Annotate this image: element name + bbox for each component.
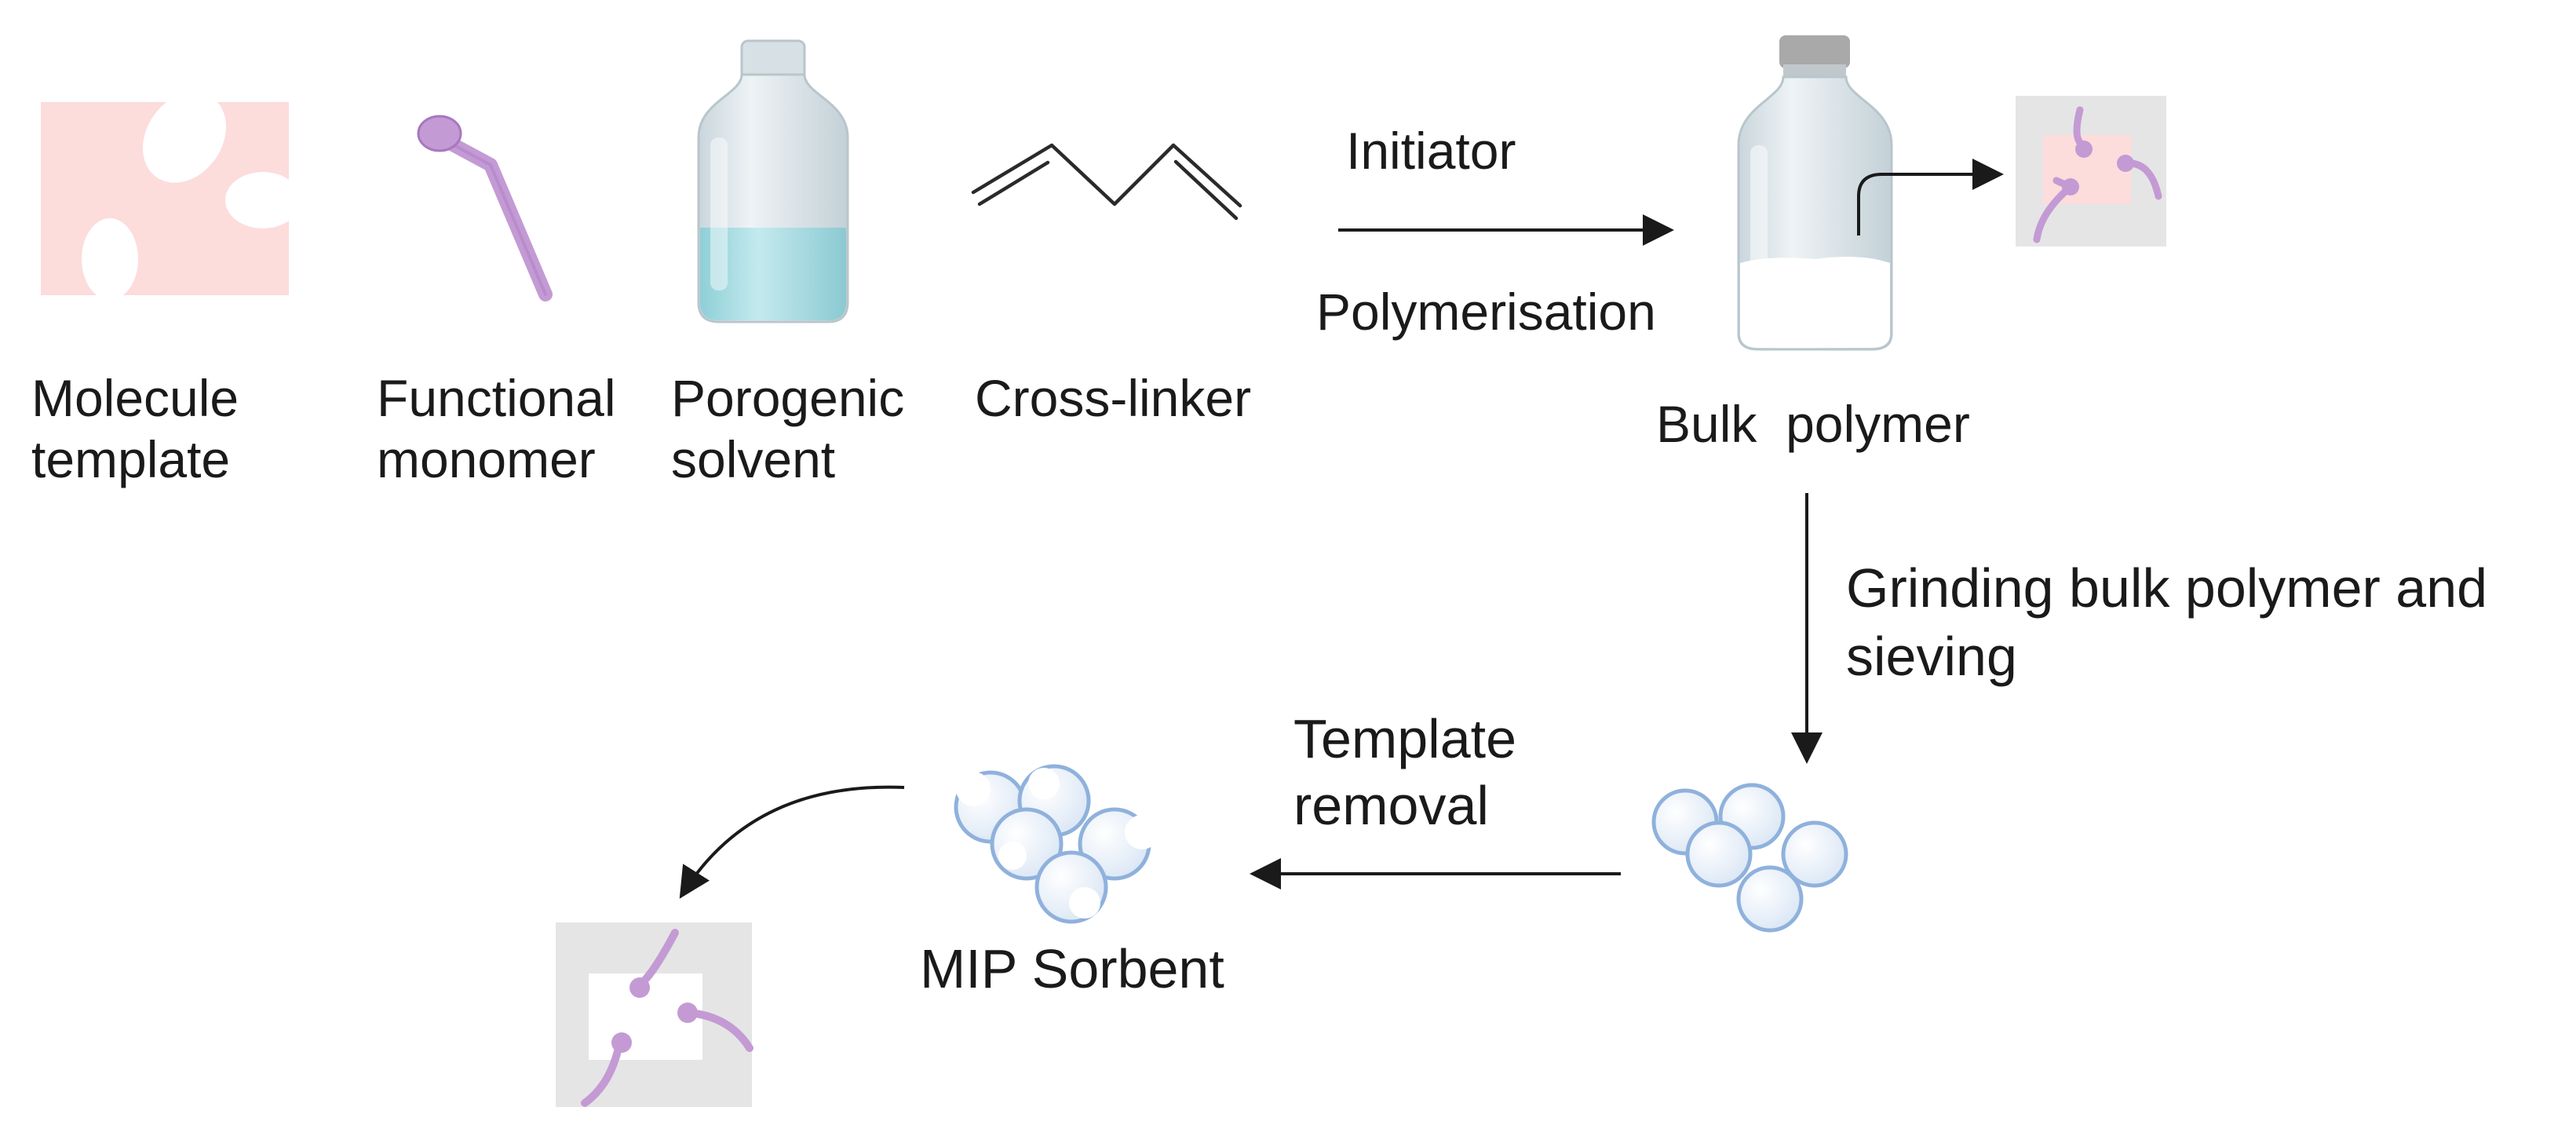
label-grinding-line1: Grinding bulk polymer and bbox=[1846, 557, 2487, 619]
imprinted-cavity-icon bbox=[2016, 96, 2166, 247]
component-labels: Molecule template Functional monomer Por… bbox=[31, 369, 1251, 488]
zoom-arrow bbox=[1857, 159, 2004, 236]
empty-cavity-icon bbox=[556, 922, 753, 1107]
grinding-step: Grinding bulk polymer and sieving bbox=[1791, 493, 2487, 764]
label-bulk-polymer: Bulk polymer bbox=[1656, 395, 1970, 453]
label-molecule-line1: Molecule bbox=[31, 369, 239, 427]
label-crosslinker: Cross-linker bbox=[975, 369, 1251, 427]
label-molecule-line2: template bbox=[31, 430, 230, 488]
template-removal-step: Template removal bbox=[1250, 708, 1621, 889]
label-initiator: Initiator bbox=[1346, 122, 1516, 180]
label-functional-line1: Functional bbox=[377, 369, 616, 427]
polymerisation-step: Initiator Polymerisation bbox=[1316, 122, 1674, 341]
monomer-icon bbox=[417, 115, 553, 301]
puzzle-template-icon bbox=[41, 92, 301, 300]
label-polymerisation: Polymerisation bbox=[1316, 283, 1656, 341]
label-porogenic-line2: solvent bbox=[671, 430, 835, 488]
label-template-removal-line1: Template bbox=[1293, 708, 1516, 769]
label-mip-sorbent: MIP Sorbent bbox=[920, 938, 1224, 999]
label-functional-line2: monomer bbox=[377, 430, 596, 488]
crosslinker-icon bbox=[971, 143, 1242, 221]
label-template-removal-line2: removal bbox=[1293, 775, 1489, 836]
bulk-polymer-bottle-icon bbox=[1737, 35, 1893, 351]
rebinding-arrow bbox=[679, 785, 905, 899]
polymer-particles-icon bbox=[1651, 783, 1848, 933]
label-porogenic-line1: Porogenic bbox=[671, 369, 904, 427]
mip-sorbent-particles-icon bbox=[954, 764, 1159, 924]
label-grinding-line2: sieving bbox=[1846, 626, 2017, 687]
bottle-icon bbox=[697, 39, 849, 323]
